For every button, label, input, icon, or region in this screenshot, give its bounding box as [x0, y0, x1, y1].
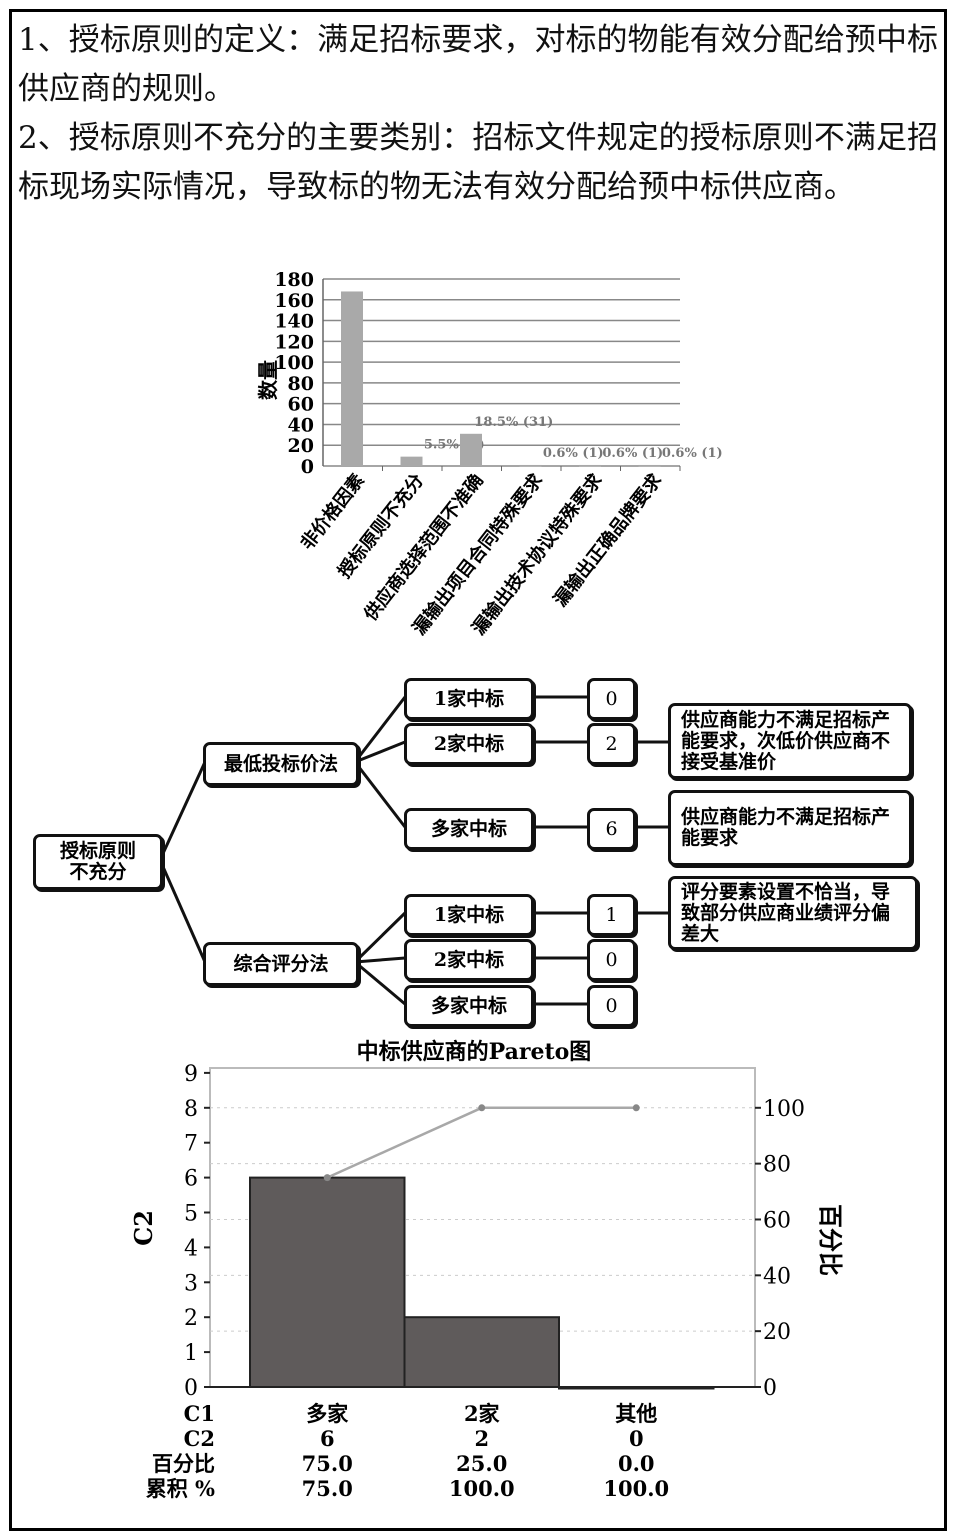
data-label: 0.6% (1) [602, 446, 663, 461]
table-cell: 25.0 [456, 1451, 508, 1476]
lowest-multi-winners: 多家中标 [404, 808, 534, 850]
y-tick-label: 5 [184, 1202, 198, 1227]
y2-axis-label: 百分比 [816, 1204, 845, 1276]
note-box: 供应商能力不满足招标产能要求，次低价供应商不接受基准价 [668, 703, 912, 779]
bar [519, 464, 542, 467]
pareto-table-row-labels: C1 C2 百分比 累积 % [120, 1401, 215, 1501]
y2-tick-label: 80 [763, 1153, 791, 1178]
table-cell: 75.0 [301, 1451, 353, 1476]
table-cell: 2家 [463, 1401, 500, 1426]
data-label: 18.5% (31) [474, 415, 553, 430]
y2-tick-label: 100 [763, 1097, 805, 1122]
bar [403, 1316, 560, 1388]
bar [579, 464, 601, 467]
y-tick-label: 180 [274, 269, 314, 291]
y-tick-label: 2 [184, 1306, 198, 1331]
cumulative-point [323, 1174, 331, 1182]
page-border [9, 9, 947, 1531]
data-label: 0.6% (1) [543, 446, 604, 461]
composite-1-winner: 1家中标 [404, 894, 534, 936]
chart-title: 中标供应商的Pareto图 [357, 1039, 592, 1065]
y-tick-label: 0 [184, 1376, 198, 1401]
y2-tick-label: 20 [763, 1320, 791, 1345]
y-tick-label: 3 [184, 1271, 198, 1296]
y-tick-label: 120 [274, 331, 314, 353]
y-tick-label: 100 [274, 352, 314, 374]
table-cell: 0 [628, 1426, 644, 1451]
tree-root: 授标原则 不充分 [33, 834, 163, 890]
y-tick-label: 8 [184, 1097, 198, 1122]
cumulative-line [326, 1106, 637, 1179]
table-cell: 2 [474, 1426, 490, 1451]
row-label-cumulative: 累积 % [145, 1476, 215, 1501]
row-label-percent: 百分比 [152, 1451, 215, 1476]
lowest-2-winners: 2家中标 [404, 723, 534, 765]
paragraph-definition: 1、授标原则的定义：满足招标要求，对标的物能有效分配给预中标供应商的规则。 [18, 22, 938, 107]
note-box: 供应商能力不满足招标产能要求 [668, 790, 912, 866]
y-tick-label: 80 [288, 373, 314, 395]
bar [638, 464, 661, 467]
y-tick-label: 6 [184, 1167, 198, 1192]
y-tick-label: 9 [184, 1062, 198, 1087]
data-label: 0.6% (1) [662, 446, 723, 461]
row-label-c2: C2 [183, 1426, 215, 1451]
tree-connectors [158, 695, 670, 1006]
method-lowest-price: 最低投标价法 [203, 742, 359, 786]
table-cell: 6 [319, 1426, 335, 1451]
composite-2-winners: 2家中标 [404, 939, 534, 981]
bar [460, 433, 482, 466]
count-box: 0 [587, 939, 636, 981]
note-box: 评分要素设置不恰当，导致部分供应商业绩评分偏差大 [668, 876, 918, 950]
y-tick-label: 160 [274, 290, 314, 312]
method-composite-score: 综合评分法 [203, 942, 359, 986]
y-tick-label: 1 [184, 1341, 198, 1366]
y-tick-label: 40 [288, 414, 314, 436]
y2-tick-label: 0 [763, 1376, 777, 1401]
table-cell: 其他 [615, 1401, 658, 1426]
paragraph-categories: 2、授标原则不充分的主要类别：招标文件规定的授标原则不满足招标现场实际情况，导致… [18, 120, 938, 205]
y-tick-label: 4 [184, 1236, 198, 1261]
y-tick-label: 20 [288, 435, 314, 457]
count-box: 1 [587, 894, 636, 936]
y-tick-label: 7 [184, 1132, 198, 1157]
y2-tick-label: 60 [763, 1208, 791, 1233]
bar [249, 1176, 406, 1388]
y-tick-label: 0 [301, 456, 314, 478]
row-label-c1: C1 [183, 1401, 215, 1426]
bar [400, 456, 423, 466]
table-cell: 100.0 [448, 1476, 515, 1501]
y2-tick-label: 40 [763, 1264, 791, 1289]
y-axis-label: 数量 [256, 360, 280, 400]
count-box: 6 [587, 808, 636, 850]
cumulative-point [478, 1104, 486, 1112]
count-box: 0 [587, 985, 636, 1027]
table-cell: 0.0 [617, 1451, 655, 1476]
y-tick-label: 140 [274, 311, 314, 333]
table-cell: 100.0 [603, 1476, 670, 1501]
cumulative-point [632, 1104, 640, 1112]
table-cell: 75.0 [301, 1476, 353, 1501]
bar [341, 291, 363, 466]
composite-multi-winners: 多家中标 [404, 985, 534, 1027]
table-cell: 多家 [306, 1401, 349, 1426]
lowest-1-winner: 1家中标 [404, 678, 534, 720]
y-tick-label: 60 [288, 394, 314, 416]
count-box: 2 [587, 723, 636, 765]
count-box: 0 [587, 678, 636, 720]
y-axis-label: C2 [129, 1210, 158, 1246]
